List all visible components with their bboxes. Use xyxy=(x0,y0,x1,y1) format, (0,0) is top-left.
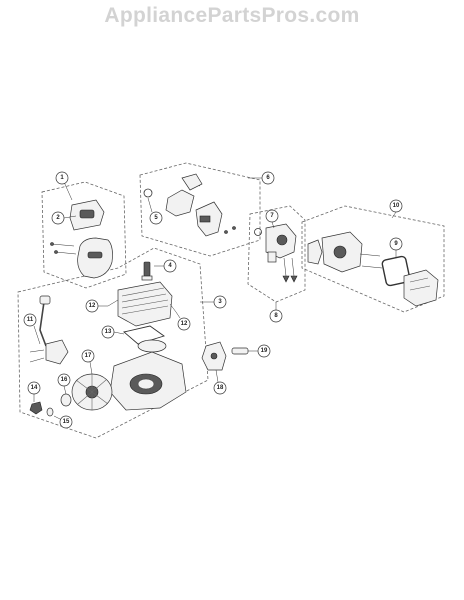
carburetor-bracket-parts xyxy=(143,173,236,237)
svg-text:2: 2 xyxy=(56,215,60,221)
svg-text:17: 17 xyxy=(85,353,92,359)
svg-text:5: 5 xyxy=(154,215,158,221)
svg-text:1: 1 xyxy=(60,175,64,181)
callout-2: 2 xyxy=(51,211,77,225)
svg-text:10: 10 xyxy=(393,203,400,209)
svg-text:18: 18 xyxy=(217,385,224,391)
svg-text:8: 8 xyxy=(274,313,278,319)
callout-18: 18 xyxy=(213,369,227,395)
panel-carburetor xyxy=(247,205,306,303)
panel-air-filter-cover xyxy=(41,181,127,289)
svg-text:4: 4 xyxy=(168,263,172,269)
callout-9: 9 xyxy=(389,237,403,258)
callout-11: 11 xyxy=(23,313,41,345)
engine-block-parts xyxy=(29,261,187,417)
svg-text:3: 3 xyxy=(218,299,222,305)
callout-17: 17 xyxy=(81,349,95,375)
callout-13: 13 xyxy=(101,325,125,339)
callout-3: 3 xyxy=(200,295,227,309)
starter-pawl-parts xyxy=(201,341,258,371)
callout-16: 16 xyxy=(57,373,71,395)
callout-6: 6 xyxy=(248,171,275,185)
svg-text:15: 15 xyxy=(63,419,70,425)
svg-text:14: 14 xyxy=(31,385,38,391)
watermark-text: AppliancePartsPros.com xyxy=(104,4,360,27)
panel-carburetor-bracket xyxy=(139,162,261,257)
svg-text:7: 7 xyxy=(270,213,274,219)
callout-5: 5 xyxy=(147,197,163,225)
svg-text:19: 19 xyxy=(261,348,268,354)
panel-air-box xyxy=(301,205,445,313)
callout-8: 8 xyxy=(269,302,283,323)
svg-text:13: 13 xyxy=(105,329,112,335)
panel-engine-block xyxy=(17,247,209,439)
callout-12-right: 12 xyxy=(175,311,191,331)
svg-text:9: 9 xyxy=(394,241,398,247)
callout-14: 14 xyxy=(27,381,41,402)
callout-19: 19 xyxy=(257,344,271,358)
svg-text:6: 6 xyxy=(266,175,270,181)
callout-1: 1 xyxy=(55,171,73,201)
air-filter-cover-parts xyxy=(50,199,113,279)
svg-text:12: 12 xyxy=(89,303,96,309)
callout-12-left: 12 xyxy=(85,299,108,313)
callout-10: 10 xyxy=(389,199,403,219)
svg-text:12: 12 xyxy=(181,321,188,327)
callout-7: 7 xyxy=(265,209,279,229)
svg-text:16: 16 xyxy=(61,377,68,383)
carburetor-parts xyxy=(254,223,298,283)
callout-15: 15 xyxy=(53,415,73,429)
callout-4: 4 xyxy=(154,259,177,273)
air-box-parts xyxy=(307,231,439,307)
svg-text:11: 11 xyxy=(27,317,34,323)
